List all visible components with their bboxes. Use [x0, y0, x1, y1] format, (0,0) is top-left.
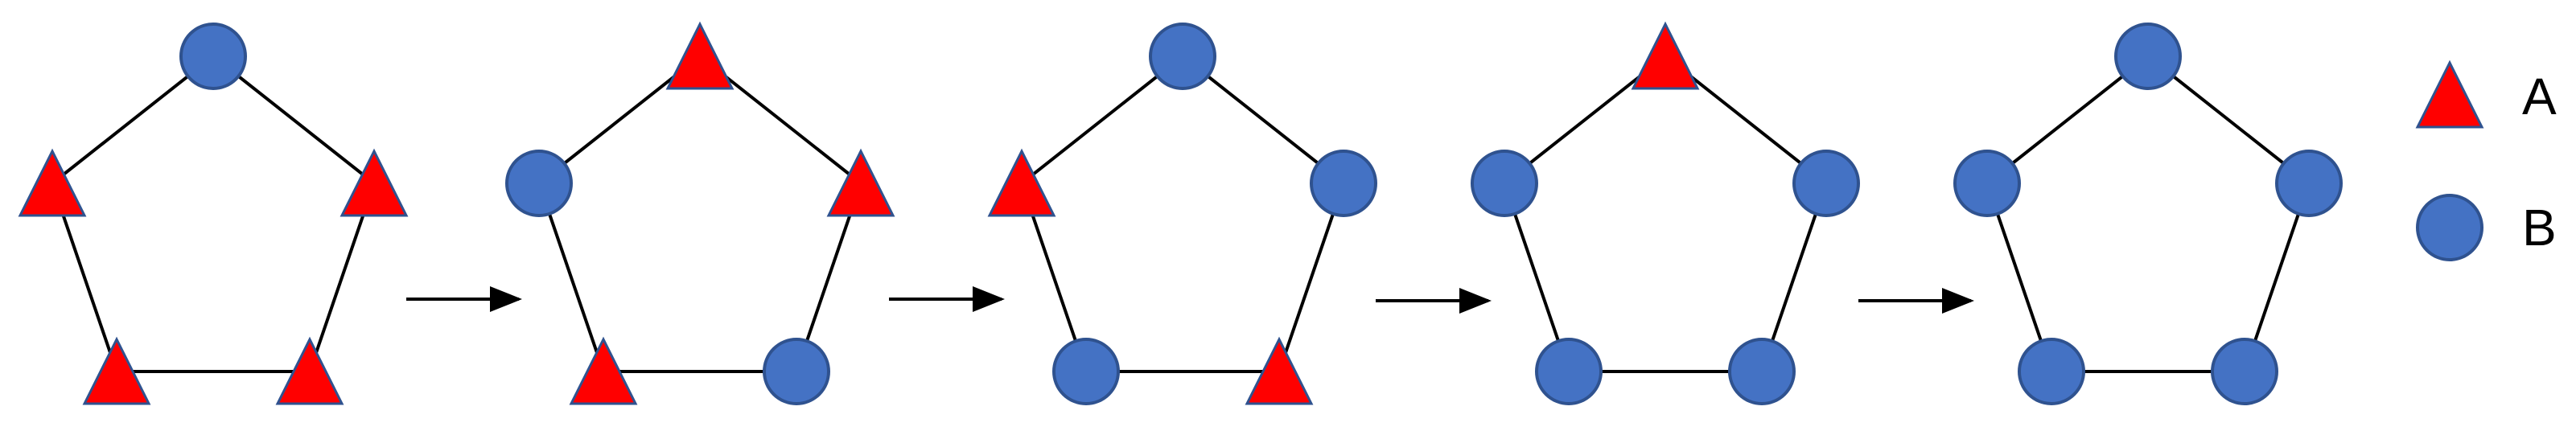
arrows-layer [406, 286, 1974, 314]
legend: A B [2415, 60, 2557, 261]
node-b-circle-icon [1052, 338, 1120, 405]
node-b-circle-icon [1149, 23, 1216, 90]
edge-1-2 [212, 55, 376, 185]
panel-2 [505, 21, 895, 405]
node-a-triangle-icon [665, 21, 735, 90]
node-a-triangle-icon [339, 148, 409, 217]
node-b-circle-icon [2114, 23, 2182, 90]
edge-3-2 [1181, 55, 1345, 185]
legend-label-a: A [2522, 68, 2557, 125]
panel-3 [987, 23, 1377, 405]
legend-label-b: B [2522, 199, 2557, 257]
node-b-circle-icon [179, 23, 247, 90]
edge-5-1 [1985, 55, 2150, 185]
node-b-circle-icon [1535, 338, 1603, 405]
node-b-circle-icon [505, 150, 573, 217]
node-a-triangle-icon [1631, 21, 1700, 90]
node-b-circle-icon [1471, 150, 1538, 217]
edge-3-1 [1020, 55, 1184, 185]
node-a-triangle-icon [569, 336, 638, 405]
node-a-triangle-icon [275, 336, 344, 405]
legend-triangle-icon [2415, 60, 2484, 129]
node-a-triangle-icon [18, 148, 87, 217]
node-b-circle-icon [2211, 338, 2278, 405]
node-a-triangle-icon [987, 148, 1056, 217]
edge-5-2 [2146, 55, 2311, 185]
panels-layer [18, 21, 2343, 405]
node-a-triangle-icon [826, 148, 895, 217]
node-a-triangle-icon [82, 336, 151, 405]
panel-1 [18, 23, 409, 405]
node-b-circle-icon [2275, 150, 2343, 217]
node-a-triangle-icon [1245, 336, 1314, 405]
node-b-circle-icon [1310, 150, 1377, 217]
node-b-circle-icon [1953, 150, 2021, 217]
panel-5 [1953, 23, 2343, 405]
legend-circle-icon [2416, 194, 2483, 261]
node-b-circle-icon [1728, 338, 1796, 405]
panel-4 [1471, 21, 1860, 405]
node-b-circle-icon [1792, 150, 1860, 217]
node-b-circle-icon [2018, 338, 2085, 405]
node-b-circle-icon [763, 338, 830, 405]
edge-1-1 [51, 55, 215, 185]
